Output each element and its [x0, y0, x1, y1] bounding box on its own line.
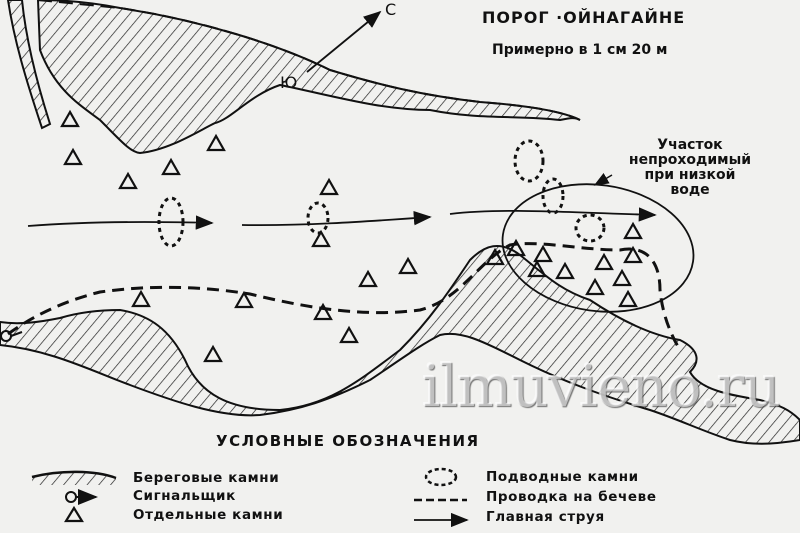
note-line: Участок: [657, 137, 723, 153]
main-current: [27, 207, 657, 230]
legend-item-rocks: Отдельные камни: [133, 507, 284, 523]
legend-title: УСЛОВНЫЕ ОБОЗНАЧЕНИЯ: [216, 432, 480, 450]
bank-top: [36, 0, 581, 155]
note-line: при низкой: [644, 167, 736, 183]
legend-item-current: Главная струя: [486, 509, 605, 525]
legend-item-signalman: Сигнальщик: [133, 488, 236, 504]
impassable-note: Участок непроходимый при низкой воде: [600, 138, 780, 198]
legend-symbols: [31, 467, 469, 528]
note-pointer: [593, 172, 613, 186]
note-line: непроходимый: [628, 152, 752, 168]
watermark: ilmuvieno.ru: [422, 352, 781, 420]
legend-item-towpath: Проводка на бечеве: [486, 489, 657, 505]
legend-item-underwater: Подводные камни: [486, 469, 639, 485]
rocks: [60, 109, 643, 363]
compass-arrow: [306, 10, 382, 73]
bank-bottom: [0, 245, 800, 445]
note-line: воде: [670, 182, 710, 198]
underwater-rocks: [157, 139, 606, 248]
bank-strip-left: [6, 0, 52, 130]
tow-path: [7, 242, 682, 351]
scale-label: Примерно в 1 см 20 м: [492, 42, 668, 58]
legend-item-bank: Береговые камни: [133, 470, 280, 486]
compass-south-label: Ю: [280, 73, 298, 92]
signalman-marker: [0, 330, 23, 342]
map-title: ПОРОГ ·ОЙНАГАЙНЕ: [482, 8, 686, 27]
compass-north-label: С: [385, 0, 397, 19]
